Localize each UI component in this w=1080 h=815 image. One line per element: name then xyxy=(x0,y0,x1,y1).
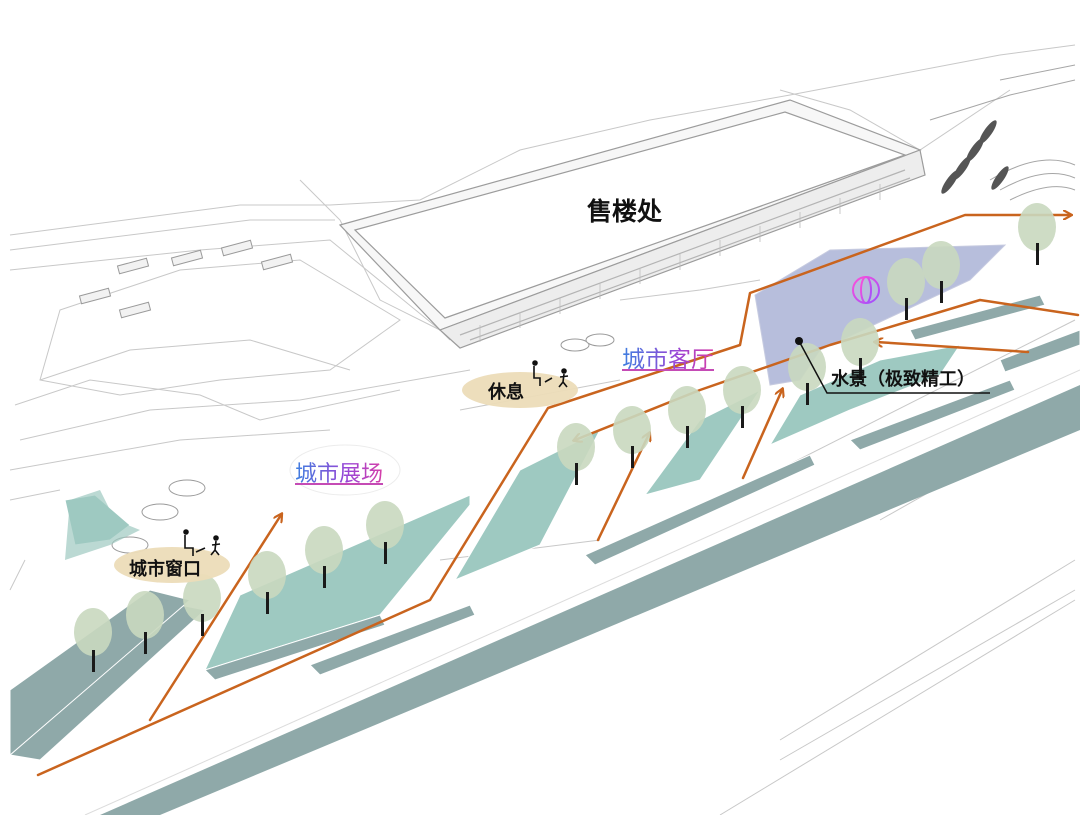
window-people-icon xyxy=(183,529,221,556)
city-living-room-label: 城市客厅 xyxy=(622,340,714,374)
tree xyxy=(183,574,221,636)
dark-tree-row xyxy=(941,120,1009,194)
tree xyxy=(74,608,112,672)
water-feature-label: 水景（极致精工） xyxy=(831,369,975,390)
route-mid-2 xyxy=(741,390,782,480)
water-feature-pointer xyxy=(795,337,990,394)
tree xyxy=(1018,203,1056,265)
facade-lines xyxy=(479,184,881,342)
circulation-paths xyxy=(36,215,1080,777)
small-building-blocks xyxy=(78,239,294,319)
tree xyxy=(557,423,595,485)
tree xyxy=(723,366,761,428)
tree xyxy=(841,318,879,380)
city-window-bubble xyxy=(114,547,230,583)
teal-pavilion xyxy=(65,490,140,560)
sales-office-building xyxy=(338,99,926,349)
water-sculpture-icon xyxy=(852,276,880,304)
sales-office-label: 售楼处 xyxy=(587,197,663,226)
tree xyxy=(305,526,343,588)
tree xyxy=(248,551,286,614)
tree xyxy=(613,406,651,468)
tree xyxy=(366,501,404,564)
trees xyxy=(74,203,1056,672)
rest-bubble xyxy=(462,372,578,408)
city-exhibition-label: 城市展场 xyxy=(295,456,383,488)
planters xyxy=(8,294,1080,761)
right-structures xyxy=(929,64,1076,201)
tree xyxy=(668,386,706,448)
tree xyxy=(126,591,164,654)
tree xyxy=(922,241,960,303)
route-right-arrow xyxy=(876,342,1030,354)
exhibition-halo xyxy=(289,444,401,496)
rest-people-icon xyxy=(532,360,569,388)
main-route xyxy=(36,215,1070,777)
tree xyxy=(887,258,925,320)
route-return xyxy=(575,298,1080,440)
route-mid-1 xyxy=(596,434,649,542)
main-road-band xyxy=(100,385,1080,815)
tree xyxy=(788,343,826,405)
route-left-diagonal xyxy=(148,515,281,722)
road-edge xyxy=(84,369,1080,815)
rest-label: 休息 xyxy=(488,382,524,403)
city-window-label: 城市窗口 xyxy=(129,559,201,580)
